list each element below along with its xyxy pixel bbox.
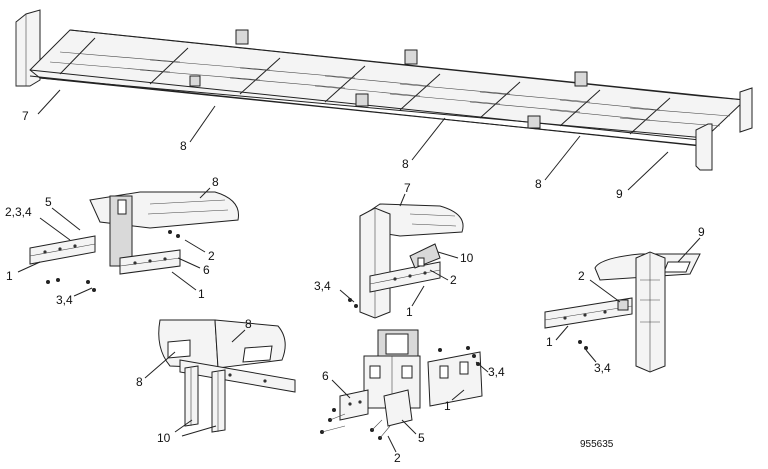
detail-4-support-legs [144, 319, 296, 437]
callout-9-main: 9 [616, 187, 623, 201]
detail-1-joint [17, 187, 240, 297]
callout-6-d1: 6 [203, 263, 210, 277]
callout-6-d5: 6 [322, 369, 329, 383]
callout-8-main-a: 8 [180, 139, 187, 153]
callout-7-d2: 7 [404, 181, 411, 195]
callout-2-d2: 2 [450, 273, 457, 287]
callout-2-d3: 2 [578, 269, 585, 283]
callout-8-d4-b: 8 [136, 375, 143, 389]
callout-234-d1: 2,3,4 [5, 205, 32, 219]
callout-1-d1-b: 1 [198, 287, 205, 301]
callout-5-d5: 5 [418, 431, 425, 445]
callout-5-d1: 5 [45, 195, 52, 209]
callout-9-d3: 9 [698, 225, 705, 239]
callout-1-d3: 1 [546, 335, 553, 349]
main-platform-assembly [15, 9, 753, 191]
detail-2-end-post [339, 193, 464, 319]
drawing-code: 955635 [580, 439, 614, 450]
callout-7-main: 7 [22, 109, 29, 123]
callout-8-main-b: 8 [402, 157, 409, 171]
callout-8-d4-a: 8 [245, 317, 252, 331]
callout-10-d4: 10 [157, 431, 171, 445]
callout-1-d2: 1 [406, 305, 413, 319]
detail-3-end-post [544, 237, 701, 373]
callout-1-d1-a: 1 [6, 269, 13, 283]
callout-10-d2: 10 [460, 251, 474, 265]
callout-8-d1: 8 [212, 175, 219, 189]
callout-34-d1: 3,4 [56, 293, 73, 307]
panel-slats [49, 51, 731, 127]
platform-deck [29, 29, 747, 139]
top-clamps [189, 29, 588, 129]
callout-2-d1: 2 [208, 249, 215, 263]
callout-1-d5: 1 [444, 399, 451, 413]
callout-34-d2: 3,4 [314, 279, 331, 293]
callout-34-d5: 3,4 [488, 365, 505, 379]
panel-dividers [59, 37, 671, 135]
detail-5-bracket-exploded [320, 329, 489, 453]
callout-34-d3: 3,4 [594, 361, 611, 375]
right-end-post [695, 123, 713, 171]
callout-2-d5: 2 [394, 451, 401, 465]
callout-8-main-c: 8 [535, 177, 542, 191]
